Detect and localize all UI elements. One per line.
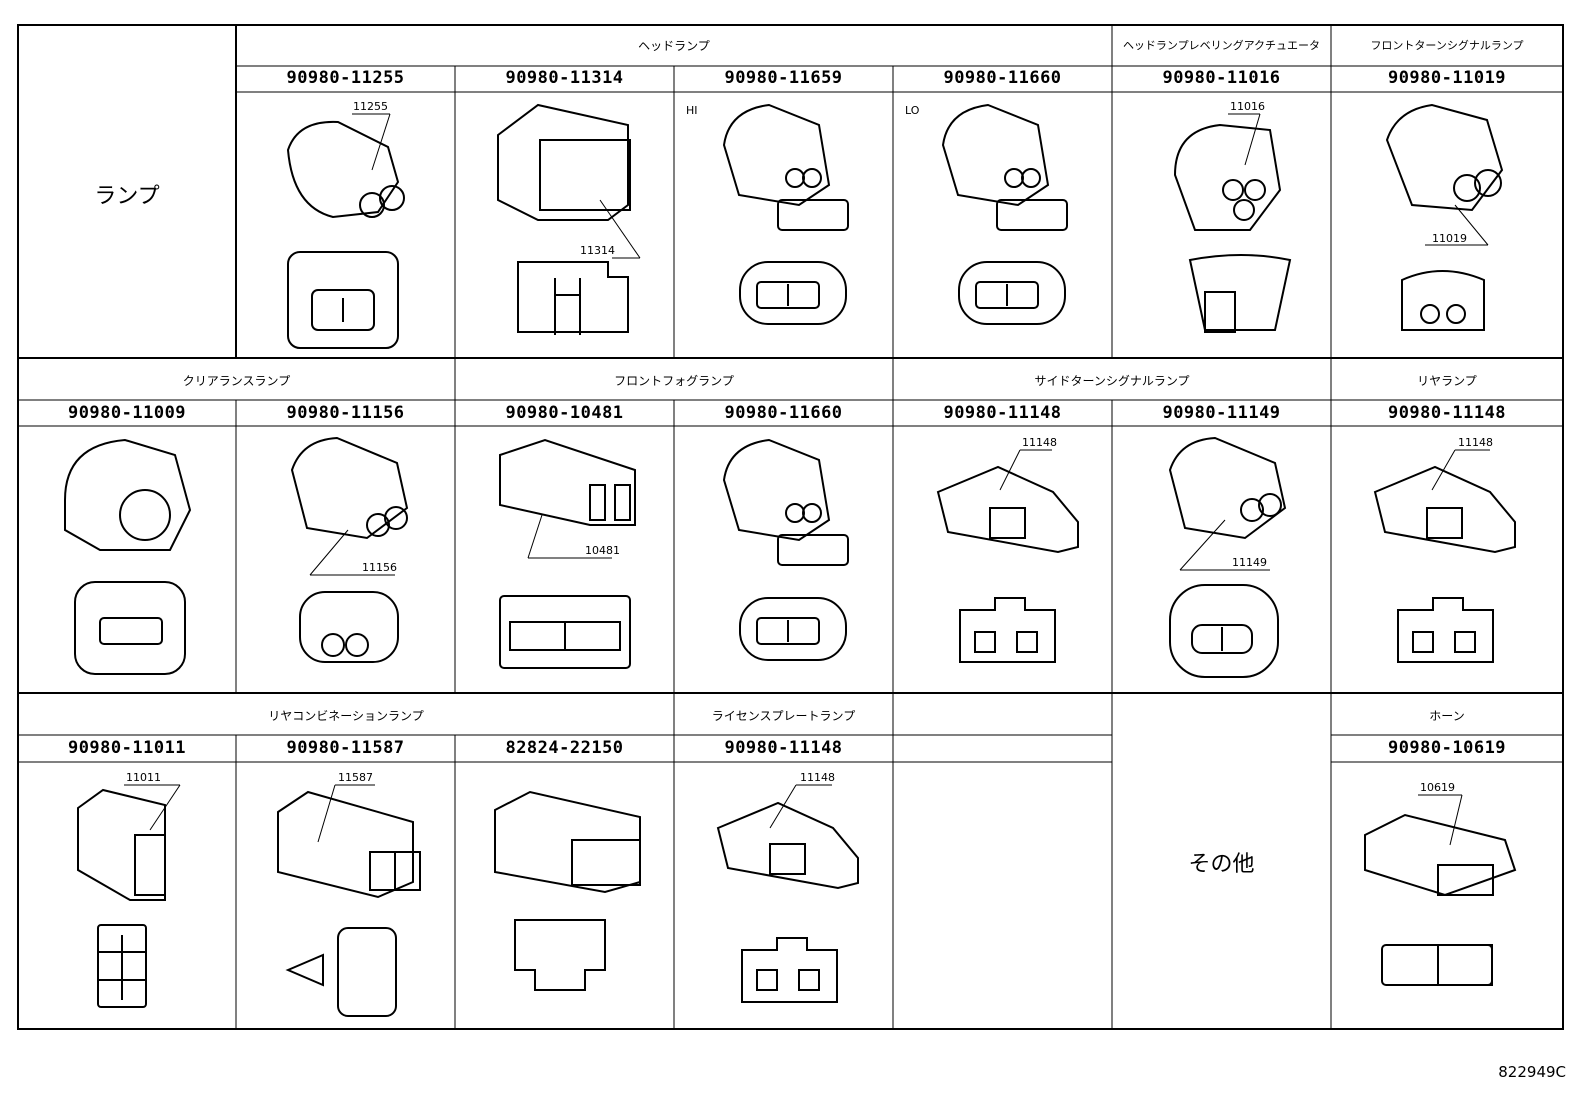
- part-number: 90980-11587: [286, 738, 405, 758]
- connector-drawing-11659: [722, 103, 849, 325]
- group-side-turn-signal: サイドターンシグナルランプ: [1034, 374, 1190, 388]
- part-number: 90980-10481: [505, 403, 624, 423]
- part-number: 90980-11659: [724, 68, 843, 88]
- connector-drawing-11149: [1168, 436, 1287, 678]
- part-number: 90980-11314: [505, 68, 624, 88]
- document-id: 822949C: [1498, 1063, 1566, 1081]
- connector-drawing-11660: [941, 103, 1068, 325]
- callout-label: 11314: [580, 244, 615, 257]
- group-rear-combination-lamp: リヤコンビネーションランプ: [268, 709, 424, 723]
- part-number: 90980-11009: [67, 403, 187, 423]
- callout-label: 11587: [338, 771, 373, 784]
- leader-lines: [124, 113, 1490, 846]
- connector-drawing-11255: [286, 120, 405, 349]
- group-rear-lamp: リヤランプ: [1417, 374, 1477, 388]
- lo-label: LO: [905, 104, 920, 117]
- connector-drawing-11587: [277, 790, 421, 1017]
- connector-drawing-11148-side: [936, 465, 1079, 663]
- callout-label: 11149: [1232, 556, 1267, 569]
- group-front-fog-lamp: フロントフォグランプ: [614, 374, 734, 388]
- group-front-turn-signal: フロントターンシグナルランプ: [1370, 39, 1524, 52]
- callout-label: 11011: [126, 771, 161, 784]
- callout-label: 11148: [800, 771, 835, 784]
- part-number: 90980-11255: [286, 68, 405, 88]
- callout-label: 11255: [353, 100, 388, 113]
- connector-drawing-11016: [1173, 123, 1292, 333]
- callout-label: 11148: [1458, 436, 1493, 449]
- group-headlamp: ヘッドランプ: [638, 39, 710, 53]
- section-title-lamp: ランプ: [94, 184, 160, 209]
- callout-label: 10619: [1420, 781, 1455, 794]
- connector-drawing-22150: [494, 790, 641, 991]
- part-number: 90980-11148: [724, 738, 843, 758]
- part-number: 90980-11156: [286, 403, 405, 423]
- callout-label: 11148: [1022, 436, 1057, 449]
- connector-drawing-11156: [290, 436, 409, 663]
- group-horn: ホーン: [1429, 709, 1465, 723]
- connector-drawing-11011: [77, 788, 166, 1008]
- part-number: 90980-11011: [67, 738, 187, 758]
- part-number: 90980-11019: [1387, 68, 1507, 88]
- part-number: 90980-11660: [943, 68, 1062, 88]
- callout-label: 11016: [1230, 100, 1265, 113]
- section-title-other: その他: [1188, 852, 1255, 877]
- callout-label: 10481: [585, 544, 620, 557]
- connector-drawing-11660b: [722, 438, 849, 661]
- connector-drawing-11019: [1385, 103, 1504, 331]
- connector-drawing-11148-rear: [1373, 465, 1516, 663]
- group-clearance-lamp: クリアランスランプ: [182, 374, 291, 388]
- connector-drawing-11009: [64, 438, 192, 675]
- part-number: 90980-11016: [1162, 68, 1281, 88]
- part-number: 90980-11148: [943, 403, 1062, 423]
- part-number: 90980-11660: [724, 403, 843, 423]
- group-license-plate-lamp: ライセンスプレートランプ: [711, 709, 856, 723]
- part-number: 90980-10619: [1387, 738, 1507, 758]
- hi-label: HI: [686, 104, 698, 117]
- callout-label: 11019: [1432, 232, 1467, 245]
- connector-drawing-10619: [1364, 813, 1517, 986]
- connector-drawing-11314: [497, 103, 631, 335]
- callout-label: 11156: [362, 561, 397, 574]
- part-number: 90980-11148: [1387, 403, 1507, 423]
- connector-drawing-11148-license: [716, 801, 859, 1003]
- part-number: 90980-11149: [1162, 403, 1281, 423]
- part-number: 82824-22150: [505, 738, 624, 758]
- connector-drawing-10481: [499, 438, 636, 669]
- group-leveling-actuator: ヘッドランプレベリングアクチュエータ: [1122, 39, 1321, 52]
